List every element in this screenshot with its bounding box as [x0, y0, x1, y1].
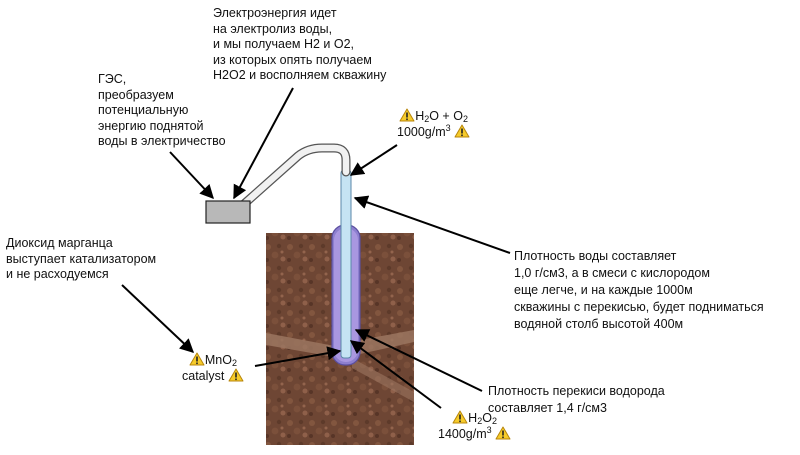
note-hydro: ГЭС, преобразуем потенциальную энергию п…	[98, 72, 226, 148]
warning-icon	[495, 426, 511, 440]
note-catalyst: Диоксид марганца выступает катализатором…	[6, 236, 157, 281]
arrow-catalyst	[121, 284, 195, 353]
note-density-peroxide: Плотность перекиси водорода составляет 1…	[488, 384, 665, 415]
warning-icon	[399, 108, 415, 122]
warning-icon	[454, 124, 470, 138]
hydro-station-box	[205, 200, 251, 224]
arrow-density-water	[353, 195, 511, 254]
rock-layer-right	[360, 330, 414, 354]
label-h2o2: H2O2 1400g/m3	[438, 410, 511, 442]
arrow-hydro	[169, 151, 214, 200]
label-h2o-o2: H2O + O2 1000g/m3	[397, 108, 470, 140]
warning-icon	[228, 368, 244, 382]
arrow-mno2	[254, 346, 342, 367]
warning-icon	[452, 410, 468, 424]
inner-tube	[340, 169, 352, 359]
arrow-h2o-o2	[349, 144, 398, 176]
arrow-density-peroxide	[354, 329, 483, 392]
note-electrolysis: Электроэнергия идет на электролиз воды, …	[213, 6, 387, 82]
rock-layer-lower	[352, 358, 414, 402]
arrow-h2o2	[349, 340, 442, 409]
warning-icon	[189, 352, 205, 366]
rock-layer-left	[266, 333, 340, 358]
note-density-water: Плотность воды составляет 1,0 г/см3, а в…	[514, 249, 764, 331]
arrow-electrolysis	[233, 87, 294, 200]
pipe	[240, 144, 350, 208]
label-mno2: MnO2 catalyst	[182, 352, 244, 384]
